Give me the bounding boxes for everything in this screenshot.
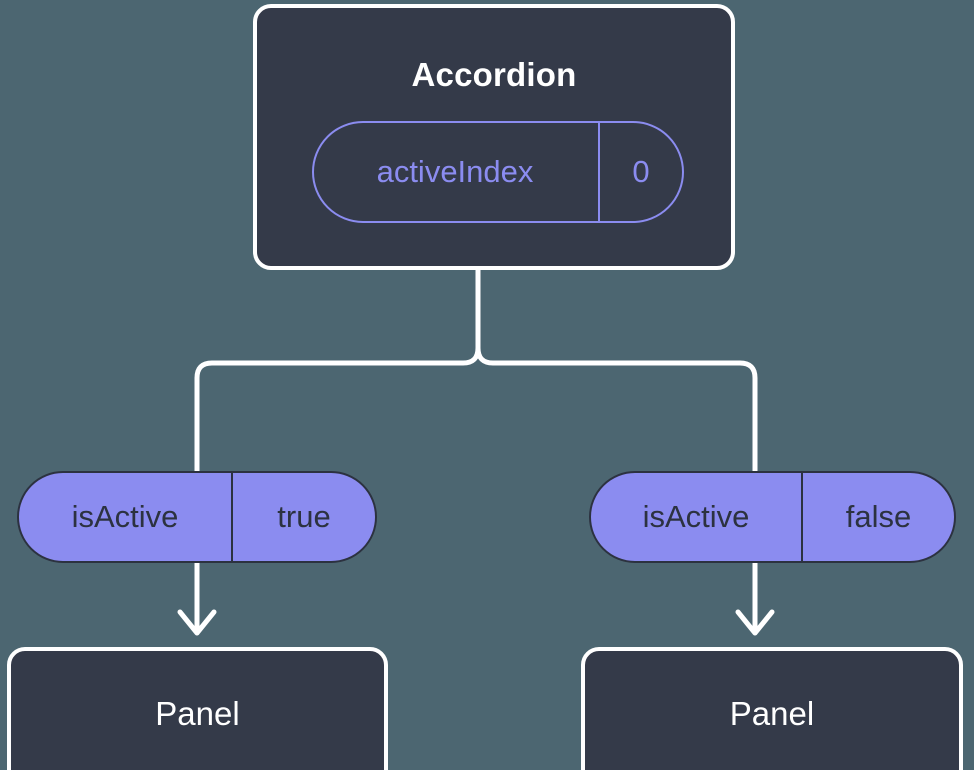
right-panel-title: Panel xyxy=(729,695,815,732)
right-is-active-prop-pill[interactable]: isActive false xyxy=(589,471,956,563)
left-panel-component-node[interactable]: Panel xyxy=(7,647,388,770)
accordion-to-panels-branch-right xyxy=(475,345,758,481)
left-prop-to-panel-arrow-head xyxy=(177,609,217,636)
right-panel-component-node[interactable]: Panel xyxy=(581,647,963,770)
right-is-active-value: false xyxy=(845,499,912,534)
active-index-value: 0 xyxy=(632,154,650,189)
accordion-title: Accordion xyxy=(411,56,577,93)
left-panel-title: Panel xyxy=(155,695,240,732)
active-index-state-pill[interactable]: activeIndex 0 xyxy=(312,121,684,223)
right-prop-to-panel-arrow-head xyxy=(735,609,775,636)
left-is-active-prop-pill[interactable]: isActive true xyxy=(17,471,377,563)
accordion-component-node[interactable]: Accordion activeIndex 0 xyxy=(253,4,735,270)
accordion-to-panels-branch xyxy=(194,265,481,481)
active-index-key: activeIndex xyxy=(314,123,600,221)
left-is-active-key: isActive xyxy=(19,473,233,561)
left-is-active-value: true xyxy=(277,499,331,534)
right-is-active-key: isActive xyxy=(591,473,803,561)
